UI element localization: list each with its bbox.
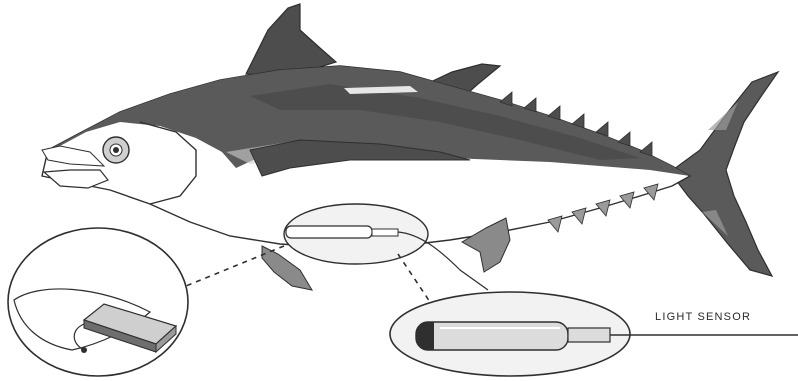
magnified-tag-circle bbox=[8, 228, 188, 376]
light-sensor-label: LIGHT SENSOR bbox=[655, 311, 751, 323]
first-dorsal-fin bbox=[246, 4, 336, 76]
magnified-light-sensor-ellipse bbox=[390, 292, 798, 376]
connector-right bbox=[398, 254, 430, 302]
